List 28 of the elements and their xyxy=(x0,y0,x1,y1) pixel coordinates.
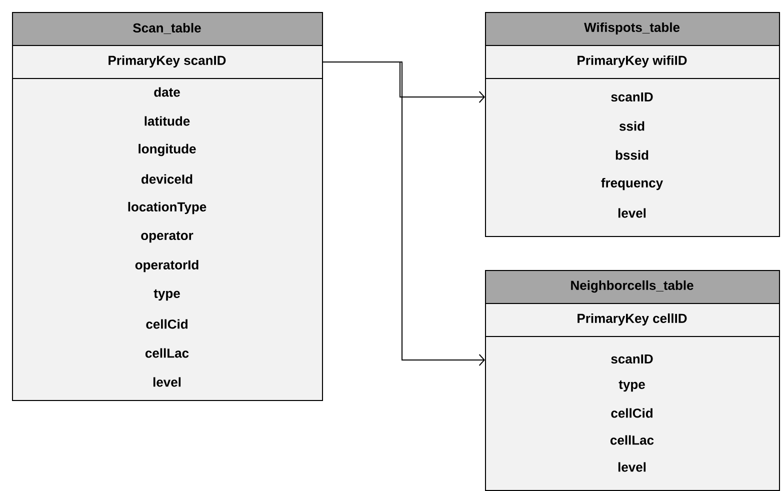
field-label: level xyxy=(153,377,181,387)
field-label: cellLac xyxy=(610,435,654,445)
field-label: type xyxy=(154,289,180,301)
field-label: date xyxy=(154,87,180,97)
arrow xyxy=(322,62,485,366)
table-header: Neighborcells_table xyxy=(485,270,780,304)
field-label: locationType xyxy=(128,202,206,214)
field-label: type xyxy=(618,380,645,392)
field-label: operatorId xyxy=(135,260,198,272)
table-header: Scan_table xyxy=(12,12,323,46)
field-label: ssid xyxy=(619,121,644,131)
field-label: scanID xyxy=(611,92,653,102)
field-label: latitude xyxy=(144,116,190,126)
field-label: cellCid xyxy=(611,408,652,418)
field-label: frequency xyxy=(601,178,663,190)
primary-key-row: PrimaryKey wifiID xyxy=(485,45,780,79)
field-label: operator xyxy=(141,231,194,243)
primary-key-row: PrimaryKey scanID xyxy=(12,45,323,79)
field-label: longitude xyxy=(138,144,196,156)
primary-key-row: PrimaryKey cellID xyxy=(485,303,780,337)
field-label: level xyxy=(618,462,646,472)
field-label: cellLac xyxy=(145,348,189,358)
table-header: Wifispots_table xyxy=(485,12,780,46)
field-label: deviceId xyxy=(142,174,192,184)
field-label: level xyxy=(618,208,646,218)
field-label: scanID xyxy=(611,354,653,364)
field-label: bssid xyxy=(616,150,648,160)
field-label: cellCid xyxy=(146,319,188,329)
